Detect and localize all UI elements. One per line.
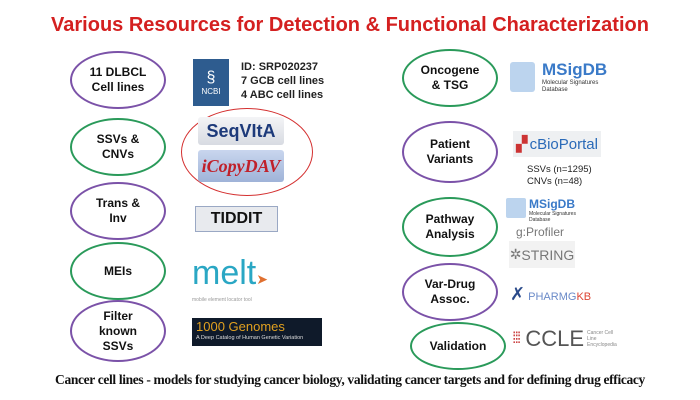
cbioportal-logo: ▞cBioPortal — [513, 131, 601, 157]
1000-genomes-text: 1000 Genomes — [196, 319, 285, 334]
patient-ssvs-count: SSVs (n=1295) — [527, 164, 592, 175]
node-dlbcl-cell-lines: 11 DLBCL Cell lines — [70, 51, 166, 109]
ncbi-logo: § NCBI — [193, 59, 229, 106]
node-var-drug-assoc: Var-Drug Assoc. — [402, 263, 498, 321]
msigdb-logo-2: MSigDB Molecular Signatures Database — [506, 198, 579, 223]
msigdb-subtitle: Molecular Signatures Database — [542, 80, 599, 93]
1000-genomes-subtitle: A Deep Catalog of Human Genetic Variatio… — [196, 335, 304, 341]
icopydav-logo: iCopyDAV — [198, 150, 284, 182]
tiddit-logo: TIDDIT — [195, 206, 278, 232]
string-name: STRING — [521, 246, 575, 263]
pharmgkb-name-a: PHARMG — [528, 291, 577, 303]
node-filter-known-ssvs: Filter known SSVs — [70, 300, 166, 362]
ccle-grid-icon: ⁞⁞⁞ — [512, 330, 521, 347]
node-validation: Validation — [410, 322, 506, 370]
string-network-icon: ✲ — [509, 246, 522, 262]
arrow-icon: ➤ — [256, 271, 268, 287]
msigdb-subtitle-2: Molecular Signatures Database — [529, 211, 576, 223]
melt-logo-text: melt — [192, 254, 257, 292]
ncbi-logo-text: NCBI — [201, 87, 221, 96]
pathway-logos: MSigDB Molecular Signatures Database g:P… — [506, 198, 579, 268]
node-trans-inv: Trans & Inv — [70, 182, 166, 240]
slide-title: Various Resources for Detection & Functi… — [51, 14, 649, 36]
node-ssvs-cnvs: SSVs & CNVs — [70, 118, 166, 176]
gcb-count: 7 GCB cell lines — [241, 75, 325, 87]
node-oncogene-tsg: Oncogene & TSG — [402, 49, 498, 107]
node-patient-variants: Patient Variants — [402, 121, 498, 183]
string-logo: ✲STRING — [509, 241, 575, 268]
seqvita-logo: SeqVItA — [198, 117, 284, 145]
msigdb-icon — [510, 62, 535, 92]
highlight-ring — [181, 108, 313, 196]
msigdb-icon-2 — [506, 198, 526, 218]
ccle-name: CCLE — [525, 326, 585, 351]
slide-footer: Cancer cell lines - models for studying … — [55, 372, 645, 387]
pharmgkb-name-b: KB — [576, 291, 592, 303]
node-pathway-analysis: Pathway Analysis — [402, 197, 498, 257]
pharmgkb-icon: ✗ — [510, 284, 526, 304]
melt-logo: melt➤ mobile element locator tool — [192, 256, 302, 303]
ccle-subtitle: Cancer Cell Line Encyclopedia — [587, 330, 617, 348]
cbioportal-icon: ▞ — [516, 136, 528, 153]
node-meis: MEIs — [70, 242, 166, 300]
msigdb-name: MSigDB — [542, 60, 608, 79]
patient-cnvs-count: CNVs (n=48) — [527, 176, 583, 187]
1000-genomes-logo: 1000 Genomes A Deep Catalog of Human Gen… — [192, 318, 322, 346]
abc-count: 4 ABC cell lines — [241, 89, 324, 101]
pharmgkb-logo: ✗ PHARMGKB — [510, 284, 591, 305]
melt-subtitle: mobile element locator tool — [192, 297, 252, 303]
ccle-logo: ⁞⁞⁞ CCLE Cancer Cell Line Encyclopedia — [512, 326, 623, 352]
cbioportal-name: cBioPortal — [529, 135, 598, 153]
msigdb-name-2: MSigDB — [529, 197, 575, 211]
gprofiler-logo: g:Profiler — [516, 225, 565, 239]
helix-icon: § — [206, 69, 216, 86]
ncbi-id: ID: SRP020237 — [241, 61, 319, 73]
